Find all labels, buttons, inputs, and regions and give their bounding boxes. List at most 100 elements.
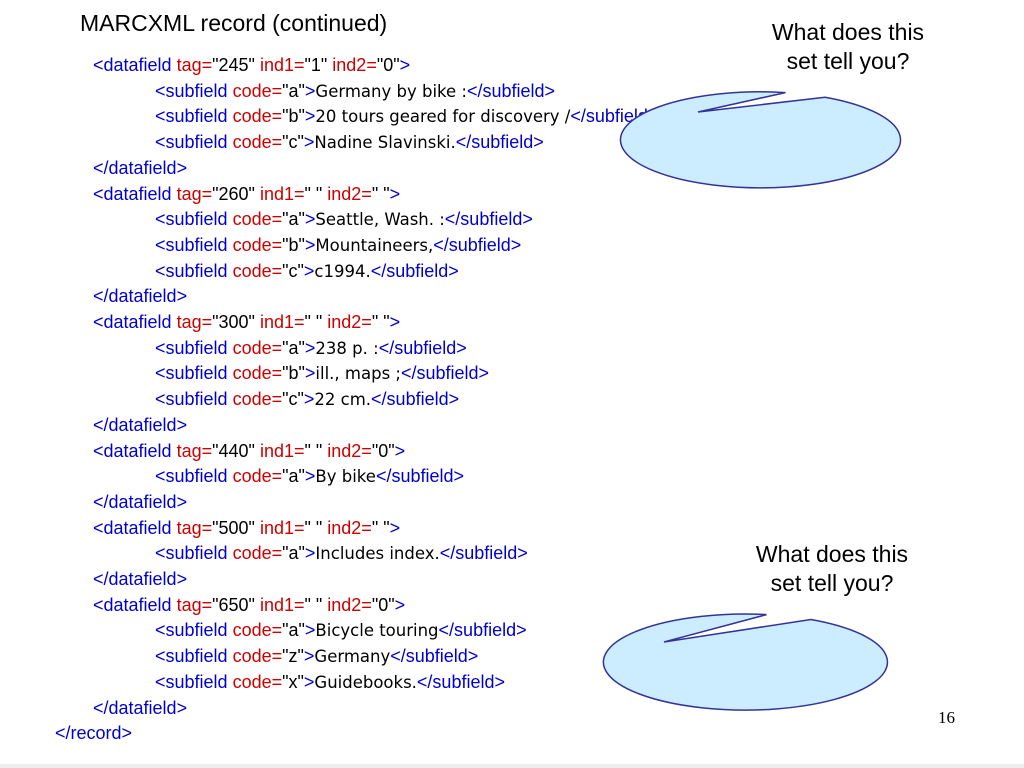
markup-tag: <subfield [155, 466, 233, 487]
attribute-value: " " [304, 440, 323, 461]
markup-tag: <subfield [155, 620, 233, 641]
attribute-value: "a" [282, 620, 305, 641]
attribute-value: "z" [282, 646, 304, 667]
code-line: </datafield> [93, 566, 187, 592]
field-value: 20 tours geared for discovery / [315, 107, 571, 127]
attribute-name: code= [232, 234, 283, 255]
speech-bubble-icon [619, 91, 902, 189]
footer-strip [0, 764, 1024, 768]
markup-tag: </subfield> [370, 260, 459, 281]
attribute-value: "245" [212, 55, 255, 75]
attribute-name: code= [232, 209, 283, 230]
callout-bubble-bottom: What does this set tell you? [602, 520, 980, 711]
markup-tag: > [389, 183, 401, 204]
attribute-name: code= [232, 260, 283, 281]
markup-tag: > [394, 440, 406, 461]
markup-tag: </subfield> [400, 363, 490, 384]
code-line: <subfield code="c">c1994.</subfield> [155, 258, 459, 284]
attribute-name: ind2= [322, 594, 372, 615]
markup-tag: > [304, 543, 316, 564]
field-value: Germany by bike : [315, 81, 467, 101]
field-value: Germany [314, 647, 391, 667]
attribute-value: "a" [282, 337, 305, 358]
attribute-name: code= [232, 106, 283, 127]
attribute-value: "500" [212, 517, 255, 538]
attribute-value: "0" [371, 594, 395, 615]
markup-tag: > [304, 106, 316, 127]
markup-tag: </record> [55, 723, 133, 744]
markup-tag: <datafield [93, 312, 177, 332]
attribute-name: code= [232, 646, 283, 667]
markup-tag: <subfield [155, 260, 233, 281]
markup-tag: </subfield> [455, 132, 544, 153]
attribute-value: "a" [282, 209, 305, 230]
markup-tag: > [304, 620, 316, 641]
speech-bubble-icon [602, 613, 889, 711]
code-line: </datafield> [93, 489, 187, 515]
code-line: <subfield code="a">By bike</subfield> [155, 463, 464, 489]
markup-tag: </subfield> [416, 671, 505, 692]
markup-tag: </datafield> [93, 697, 188, 718]
markup-tag: <subfield [155, 234, 233, 255]
attribute-value: "a" [282, 466, 305, 487]
attribute-name: code= [232, 466, 283, 487]
attribute-name: code= [232, 620, 283, 641]
code-line: <datafield tag="650" ind1=" " ind2="0"> [93, 592, 405, 618]
markup-tag: </datafield> [93, 157, 188, 178]
bubble-text-line1: What does this [771, 19, 925, 45]
code-line: <subfield code="a">238 p. :</subfield> [155, 335, 467, 361]
code-line: </datafield> [93, 695, 187, 721]
markup-tag: > [304, 234, 316, 255]
attribute-value: "b" [282, 106, 305, 127]
markup-tag: </subfield> [439, 543, 528, 564]
code-line: <subfield code="a">Includes index.</subf… [155, 540, 528, 566]
markup-tag: <subfield [155, 389, 233, 410]
code-line: <datafield tag="440" ind1=" " ind2="0"> [93, 438, 405, 464]
markup-tag: > [303, 646, 315, 667]
code-line: <datafield tag="500" ind1=" " ind2=" "> [93, 515, 400, 541]
markup-tag: <datafield [93, 440, 177, 461]
code-line: <subfield code="x">Guidebooks.</subfield… [155, 669, 505, 695]
markup-tag: </subfield> [375, 466, 465, 487]
callout-bubble-top: What does this set tell you? [619, 0, 1000, 189]
attribute-name: ind1= [254, 183, 305, 204]
attribute-value: "1" [304, 55, 328, 75]
markup-tag: </subfield> [371, 389, 460, 410]
attribute-value: "440" [212, 440, 255, 461]
attribute-name: tag= [176, 55, 213, 75]
field-value: ill., maps ; [315, 364, 401, 384]
attribute-name: ind1= [254, 517, 305, 538]
attribute-value: " " [304, 183, 323, 204]
markup-tag: </subfield> [433, 234, 522, 255]
markup-tag: </subfield> [438, 620, 527, 641]
attribute-value: " " [371, 517, 390, 538]
attribute-value: "c" [282, 132, 304, 153]
attribute-name: ind2= [322, 517, 372, 538]
markup-tag: <datafield [93, 183, 177, 204]
markup-tag: </subfield> [390, 646, 479, 667]
attribute-value: " " [304, 594, 323, 615]
attribute-name: tag= [176, 517, 213, 538]
markup-tag: </subfield> [466, 80, 556, 101]
attribute-name: ind2= [322, 183, 372, 204]
attribute-name: ind2= [327, 55, 377, 75]
markup-tag: <subfield [155, 543, 233, 564]
code-line: <datafield tag="260" ind1=" " ind2=" "> [93, 181, 400, 207]
code-line: <subfield code="a">Germany by bike :</su… [155, 78, 555, 104]
markup-tag: > [303, 260, 315, 281]
field-value: 238 p. : [315, 338, 379, 358]
slide-title: MARCXML record (continued) [80, 10, 388, 36]
markup-tag: <datafield [93, 55, 177, 75]
code-line: <subfield code="b">ill., maps ;</subfiel… [155, 360, 489, 386]
attribute-name: code= [232, 363, 283, 384]
attribute-value: "a" [282, 543, 305, 564]
markup-tag: <subfield [155, 363, 233, 384]
code-line: <subfield code="c">Nadine Slavinski.</su… [155, 129, 544, 155]
page-number: 16 [938, 708, 955, 727]
markup-tag: </subfield> [444, 209, 533, 230]
attribute-value: "0" [376, 55, 400, 75]
markup-tag: > [304, 337, 316, 358]
field-value: Guidebooks. [314, 672, 417, 692]
attribute-value: " " [371, 183, 390, 204]
attribute-name: tag= [176, 440, 213, 461]
